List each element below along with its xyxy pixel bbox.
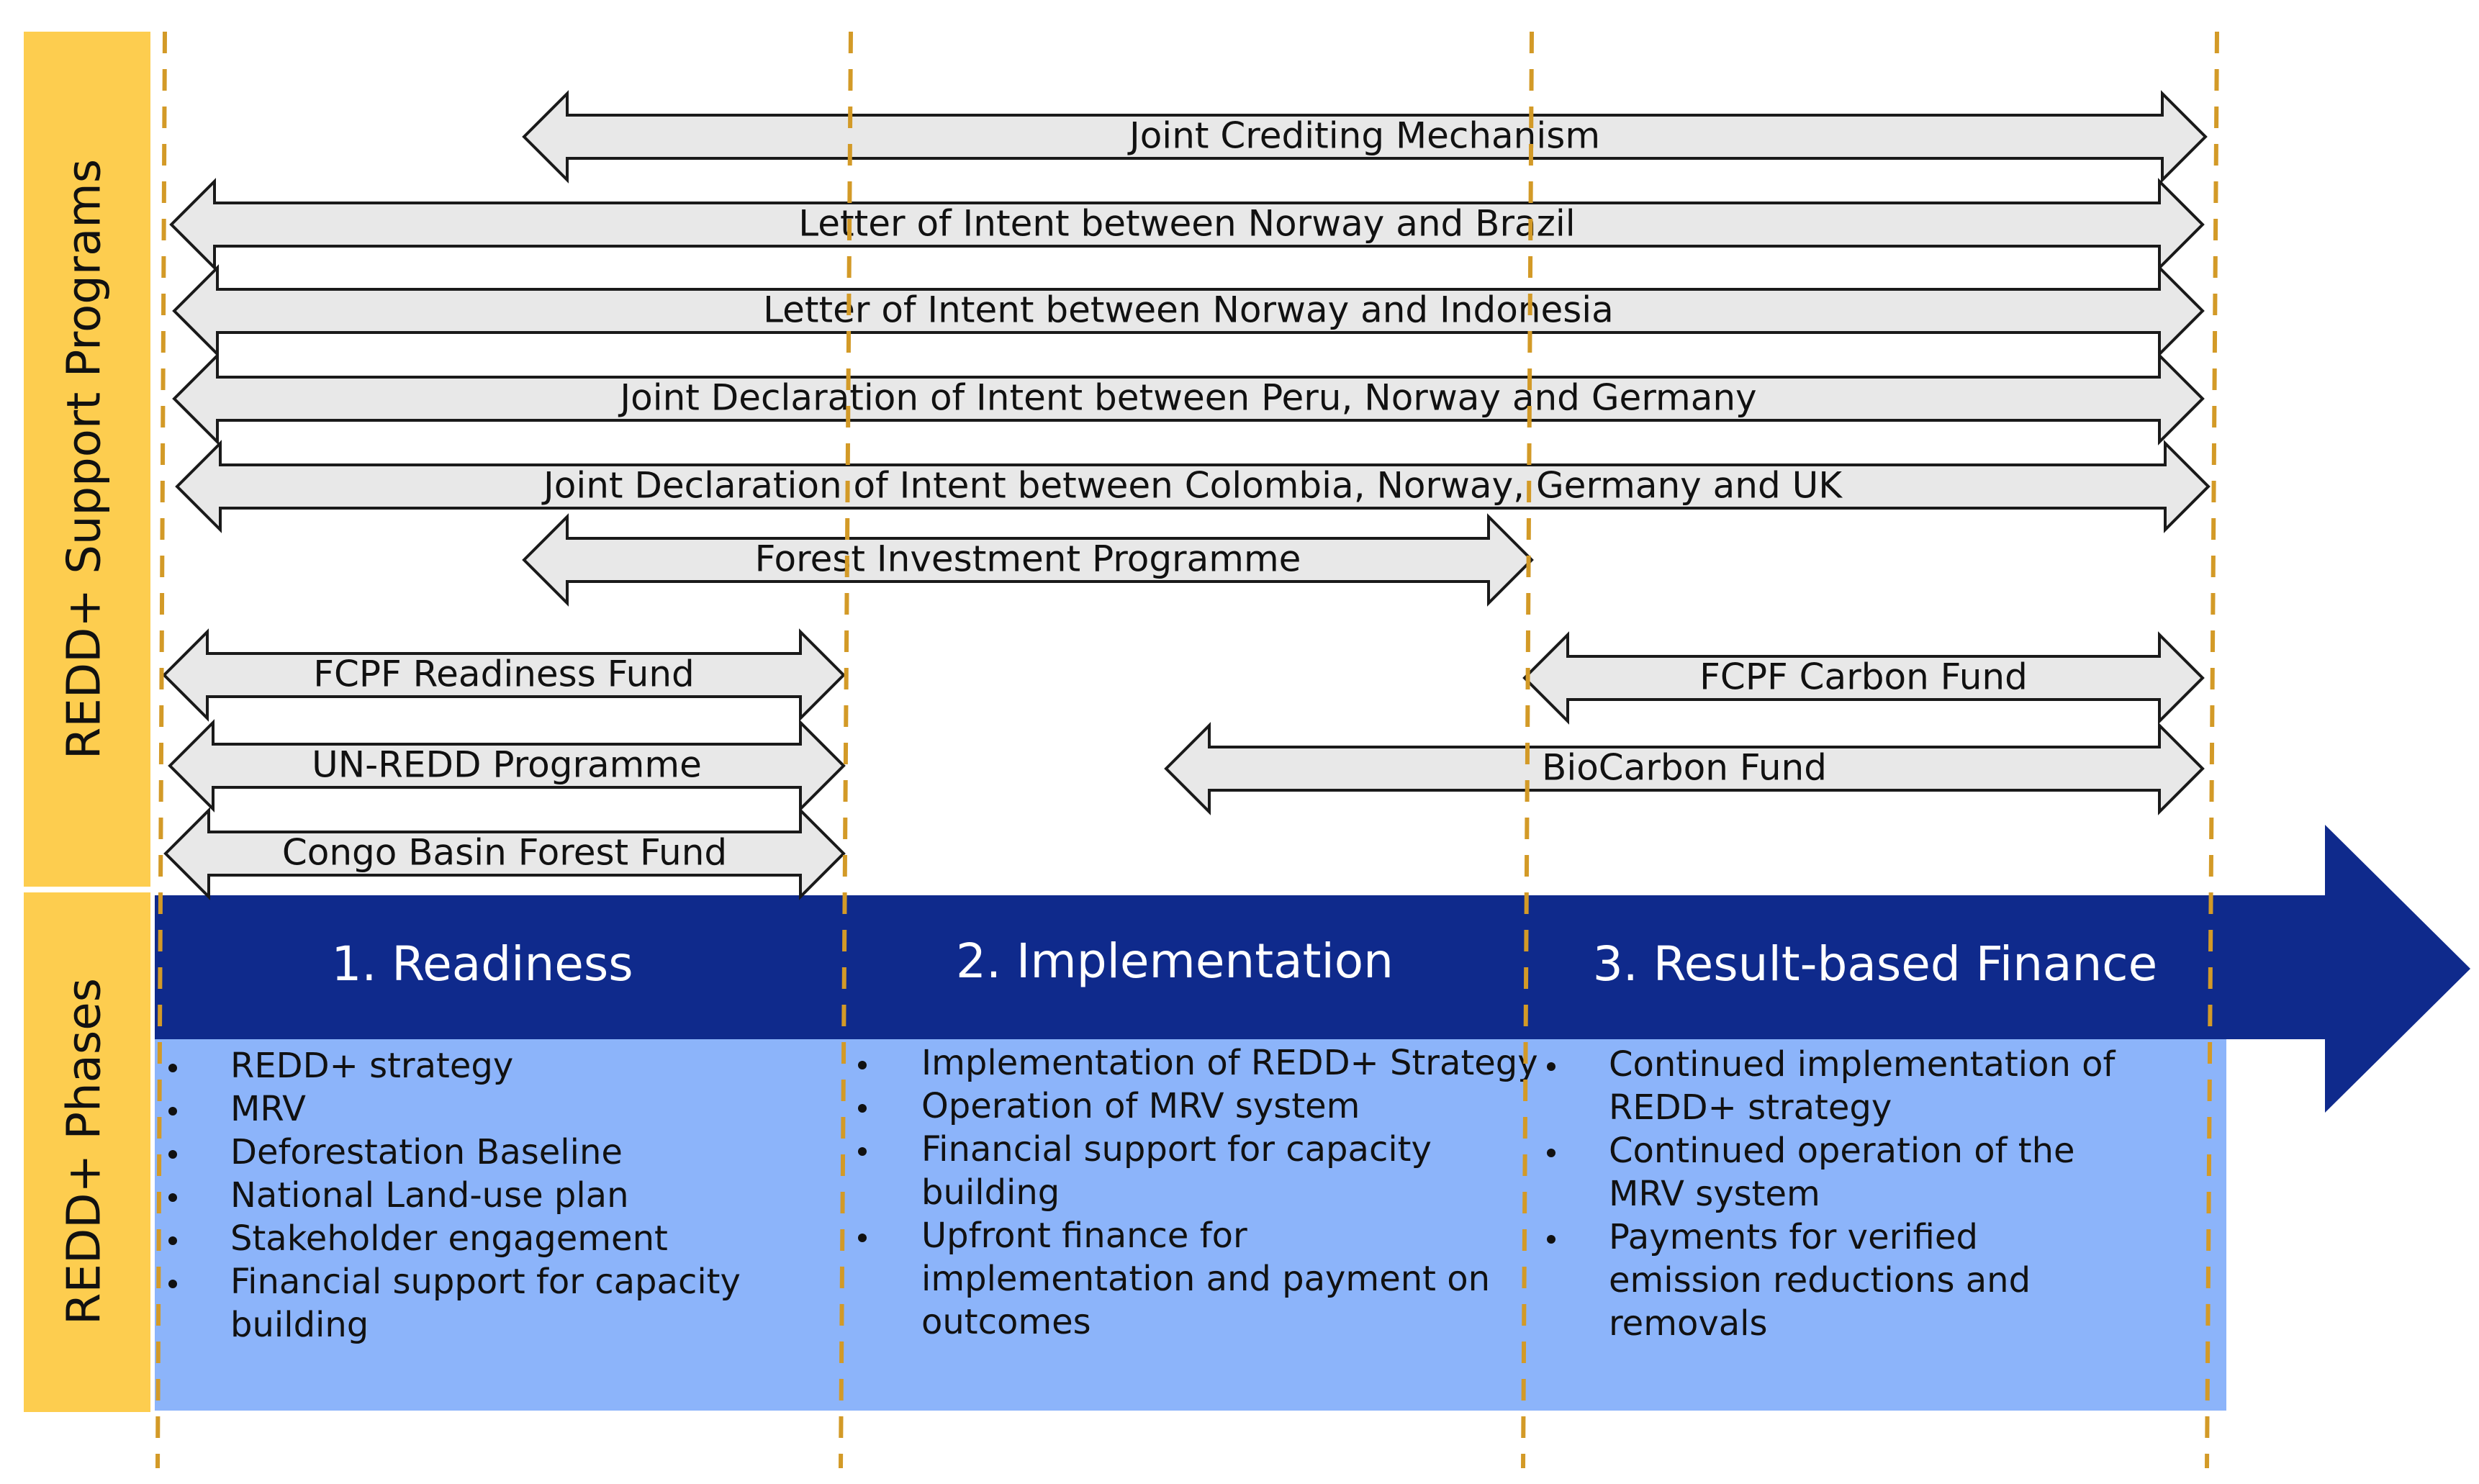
bullet-dot [1547,1149,1555,1157]
fcpf-readiness-fund-label: FCPF Readiness Fund [313,653,695,695]
support-programs-label: REDD+ Support Programs [58,159,112,759]
phase-title-result-based-finance: 3. Result-based Finance [1593,936,2157,992]
bullet-dot [168,1064,177,1072]
bullet-dot [168,1280,177,1288]
phase-title-readiness: 1. Readiness [331,936,633,992]
loi-norway-indonesia-label: Letter of Intent between Norway and Indo… [763,289,1614,331]
arrow-jdi-peru-norway-germany [172,352,2205,445]
phase-1-bullet-1: REDD+ strategy [230,1046,513,1086]
divider-start [155,31,167,1469]
bullet-dot [858,1147,867,1156]
jdi-colombia-norway-germany-uk-label: Joint Declaration of Intent between Colo… [541,465,1843,507]
loi-norway-brazil-label: Letter of Intent between Norway and Braz… [798,203,1575,245]
phase-2-bullet-1: Implementation of REDD+ Strategy [921,1043,1538,1083]
arrow-fcpf-carbon-fund [1522,631,2205,725]
bullet-dot [168,1236,177,1245]
phase-1-bullet-2: MRV [230,1089,306,1129]
phase-title-implementation: 2. Implementation [956,933,1394,989]
fcpf-carbon-fund-label: FCPF Carbon Fund [1699,656,2028,698]
jdi-peru-norway-germany-label: Joint Declaration of Intent between Peru… [618,377,1756,419]
bullet-dot [858,1061,867,1069]
arrow-forest-investment-programme [522,513,1534,607]
arrow-biocarbon-fund [1164,722,2205,815]
arrow-un-redd-programme [168,719,846,813]
phase-2-bullet-2: Operation of MRV system [921,1086,1360,1126]
un-redd-programme-label: UN-REDD Programme [312,744,702,786]
phase-details-area [155,1036,2226,1411]
divider-implementation-result [1521,31,1534,1469]
arrow-loi-norway-brazil [169,178,2205,271]
arrow-loi-norway-indonesia [172,264,2205,358]
congo-basin-forest-fund-label: Congo Basin Forest Fund [282,832,727,874]
biocarbon-fund-label: BioCarbon Fund [1542,747,1827,789]
bullet-dot [1547,1235,1555,1244]
bullet-dot [858,1104,867,1113]
arrow-jdi-colombia-norway-germany-uk [175,440,2211,533]
bullet-dot [168,1150,177,1159]
support-programs-label-box [24,32,150,887]
phase-dividers [155,31,2219,1469]
divider-end [2205,31,2219,1469]
arrow-congo-basin-forest-fund [163,807,846,900]
arrow-fcpf-readiness-fund [162,628,846,722]
phase-1-bullet-5: Stakeholder engagement [230,1218,668,1259]
arrow-joint-crediting-mechanism [522,90,2208,184]
bullet-dot [1547,1062,1555,1071]
bullet-dot [858,1234,867,1242]
phases-label: REDD+ Phases [58,978,112,1325]
phase-timeline-arrow [155,825,2470,1113]
bullet-dot [168,1193,177,1202]
phase-1-bullet-4: National Land-use plan [230,1175,629,1216]
phases-label-box [24,892,150,1412]
joint-crediting-mechanism-label: Joint Crediting Mechanism [1127,115,1600,157]
divider-readiness-implementation [839,31,853,1469]
phase-1-bullet-3: Deforestation Baseline [230,1132,623,1172]
forest-investment-programme-label: Forest Investment Programme [755,538,1301,580]
bullet-dot [168,1107,177,1116]
